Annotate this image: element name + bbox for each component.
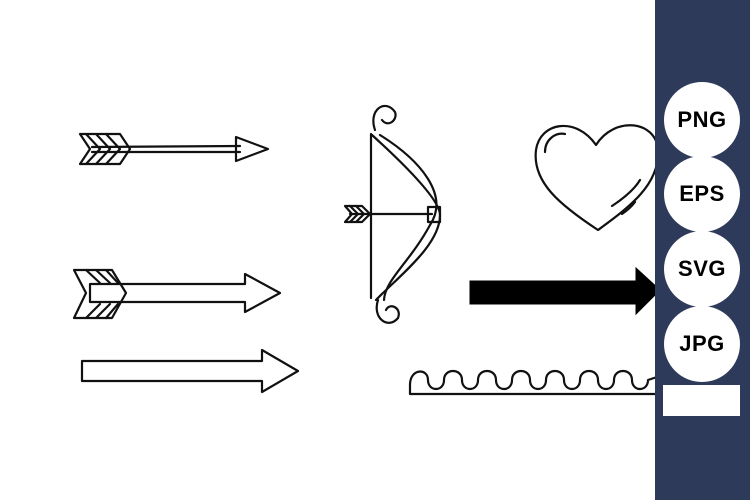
fletched-arrow-thin-icon — [78, 132, 270, 166]
svg-format-badge: SVG — [664, 231, 740, 307]
jpg-format-badge: JPG — [664, 306, 740, 382]
png-format-badge: PNG — [664, 82, 740, 158]
eps-format-badge: EPS — [664, 156, 740, 232]
block-arrow-outline-icon — [80, 348, 300, 394]
wavy-border-icon — [408, 369, 660, 396]
format-sidebar: PNG EPS SVG JPG — [655, 0, 750, 500]
heart-icon — [534, 124, 660, 232]
solid-arrow-icon — [469, 266, 660, 316]
fletched-arrow-outline-icon — [72, 268, 282, 320]
doodle-art-canvas — [72, 104, 660, 396]
blank-label-box — [663, 385, 740, 416]
bow-and-arrow-icon — [343, 104, 442, 324]
